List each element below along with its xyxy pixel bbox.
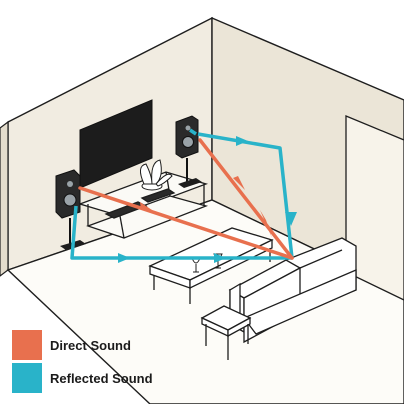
direct-sound-paths <box>78 138 294 260</box>
couch-icon <box>228 237 357 344</box>
legend-label-reflected: Reflected Sound <box>50 370 153 386</box>
legend-reflected-sound: Reflected Sound <box>12 363 212 393</box>
legend-label-direct: Direct Sound <box>50 337 131 353</box>
reflected-arrowheads <box>118 136 297 263</box>
legend-swatch-direct <box>12 330 42 360</box>
left-speaker-icon <box>55 169 86 250</box>
legend-swatch-reflected <box>12 363 42 393</box>
tv-icon <box>79 99 153 189</box>
plant-icon <box>140 159 173 191</box>
left-side-wall <box>0 120 9 277</box>
doorway <box>345 115 404 301</box>
direct-arrowheads <box>140 176 272 238</box>
legend-direct-sound: Direct Sound <box>12 330 212 360</box>
side-table-icon <box>200 305 252 360</box>
right-speaker-icon <box>175 115 202 188</box>
